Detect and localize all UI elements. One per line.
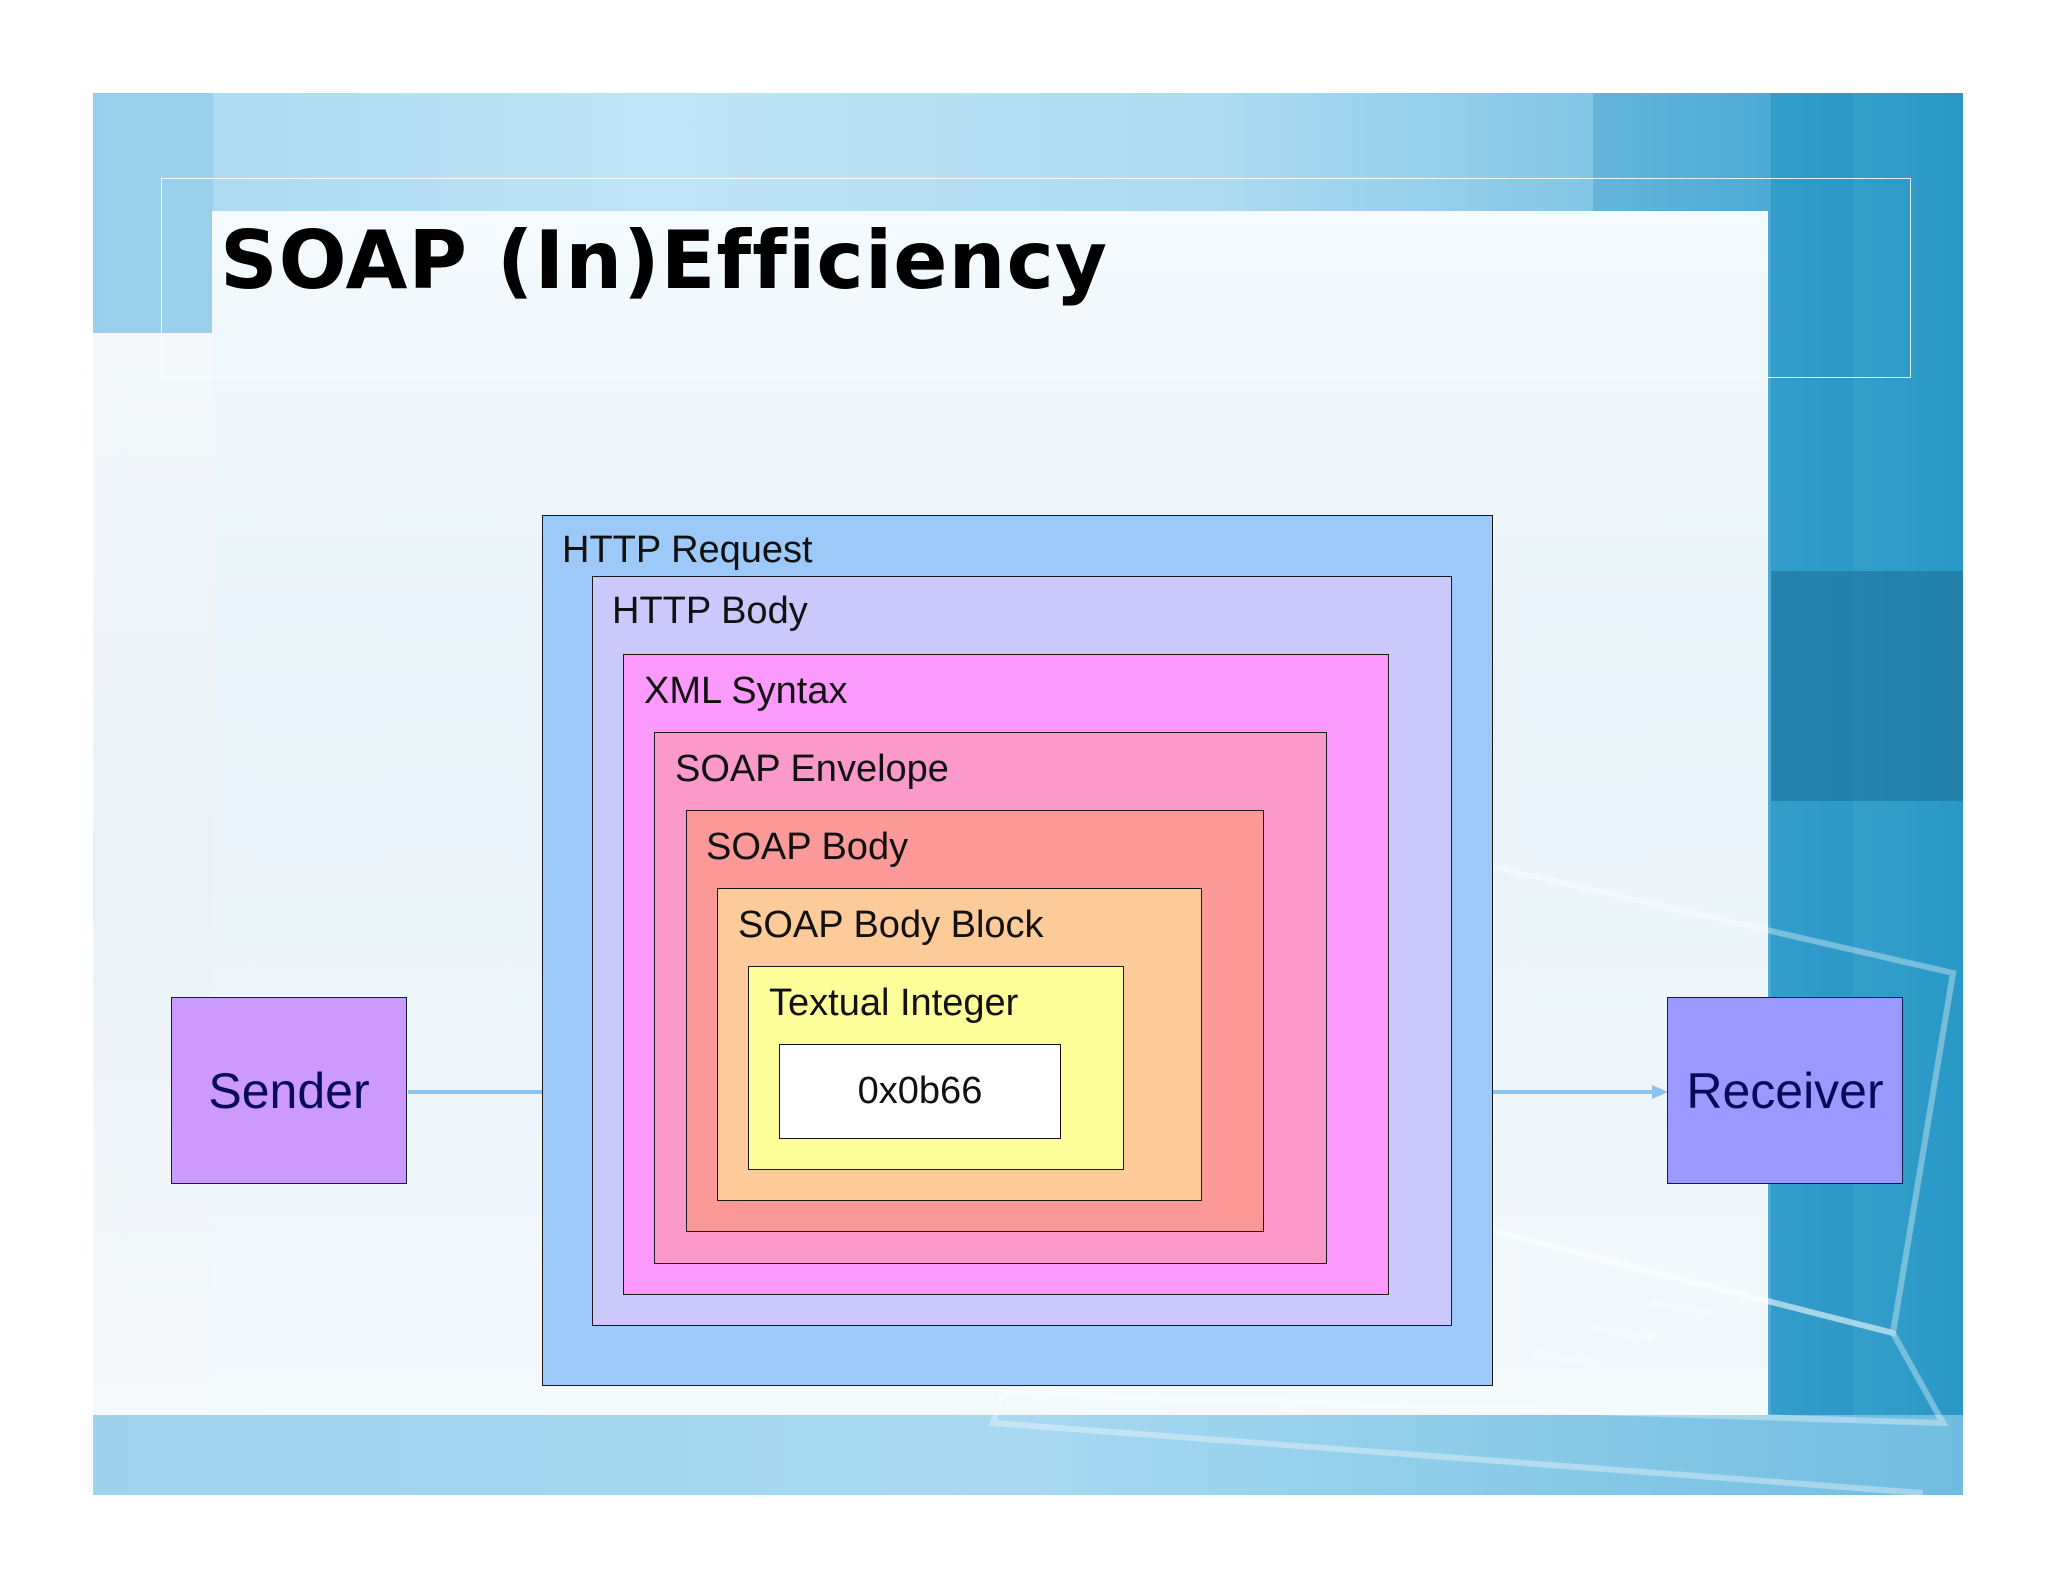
bg-bottom-band [93,1415,1963,1495]
slide-background: SOAP (In)Efficiency [93,93,1963,1495]
layer-label: Textual Integer [769,982,1019,1024]
title-frame [161,178,1911,378]
receiver-box: Receiver [1667,997,1903,1184]
layer-label: XML Syntax [644,670,848,712]
layer-label: HTTP Body [612,590,808,632]
bg-tile [1771,571,1963,801]
layer-label: SOAP Body Block [738,904,1044,946]
bg-tile [93,93,213,333]
sender-box: Sender [171,997,407,1184]
slide-title: SOAP (In)Efficiency [220,214,1109,307]
layer-label: HTTP Request [562,529,813,571]
value-box: 0x0b66 [779,1044,1061,1139]
layer-label: SOAP Body [706,826,909,868]
bg-left-strip [93,333,212,1415]
value-text: 0x0b66 [857,1070,983,1112]
receiver-label: Receiver [1686,1062,1884,1119]
receiver-arrowhead-icon [1652,1085,1668,1099]
layer-label: SOAP Envelope [675,748,949,790]
sender-label: Sender [208,1062,370,1119]
